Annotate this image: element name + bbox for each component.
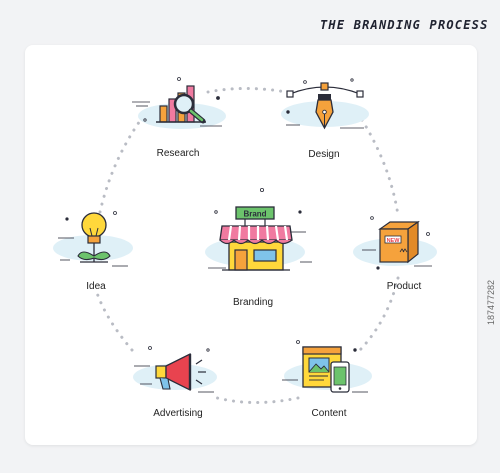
connector-content-advertising — [208, 394, 300, 404]
branding-center-node: Brand — [205, 187, 312, 271]
product-label: Product — [386, 281, 422, 292]
idea-label: Idea — [86, 281, 106, 292]
stock-id-text: 187477282 — [486, 279, 496, 325]
brand-sign-text: Brand — [243, 210, 266, 219]
connector-research-design — [206, 86, 298, 96]
storefront-icon: Brand — [219, 206, 293, 271]
design-node — [281, 78, 369, 130]
connector-design-product — [360, 118, 400, 217]
research-node — [132, 77, 226, 129]
content-sparkles — [282, 340, 368, 393]
megaphone-icon — [155, 352, 206, 392]
pen-tool-icon — [286, 82, 364, 130]
advertising-node — [133, 346, 217, 393]
page-title: THE BRANDING PROCESS — [320, 18, 489, 32]
research-label: Research — [156, 148, 200, 159]
cycle-connectors — [94, 86, 400, 404]
product-node: NEW — [353, 216, 437, 270]
design-label: Design — [308, 149, 340, 160]
design-sparkles — [286, 78, 364, 129]
product-sparkles — [362, 216, 432, 270]
box-new-label: NEW — [387, 238, 401, 244]
connector-idea-research — [98, 116, 144, 214]
branding-label: Branding — [232, 297, 274, 308]
advertising-sparkles — [134, 346, 214, 393]
lightbulb-icon — [77, 212, 111, 263]
package-box-icon: NEW — [378, 220, 420, 264]
branding-sparkles — [208, 187, 312, 269]
advertising-label: Advertising — [153, 408, 203, 419]
connector-product-content — [358, 276, 400, 352]
idea-node — [53, 211, 133, 267]
research-icon — [156, 85, 206, 124]
content-node — [282, 340, 372, 393]
connector-advertising-idea — [94, 288, 134, 352]
research-sparkles — [132, 77, 222, 127]
content-label: Content — [311, 408, 347, 419]
content-media-icon — [302, 346, 350, 393]
idea-sparkles — [58, 211, 128, 267]
